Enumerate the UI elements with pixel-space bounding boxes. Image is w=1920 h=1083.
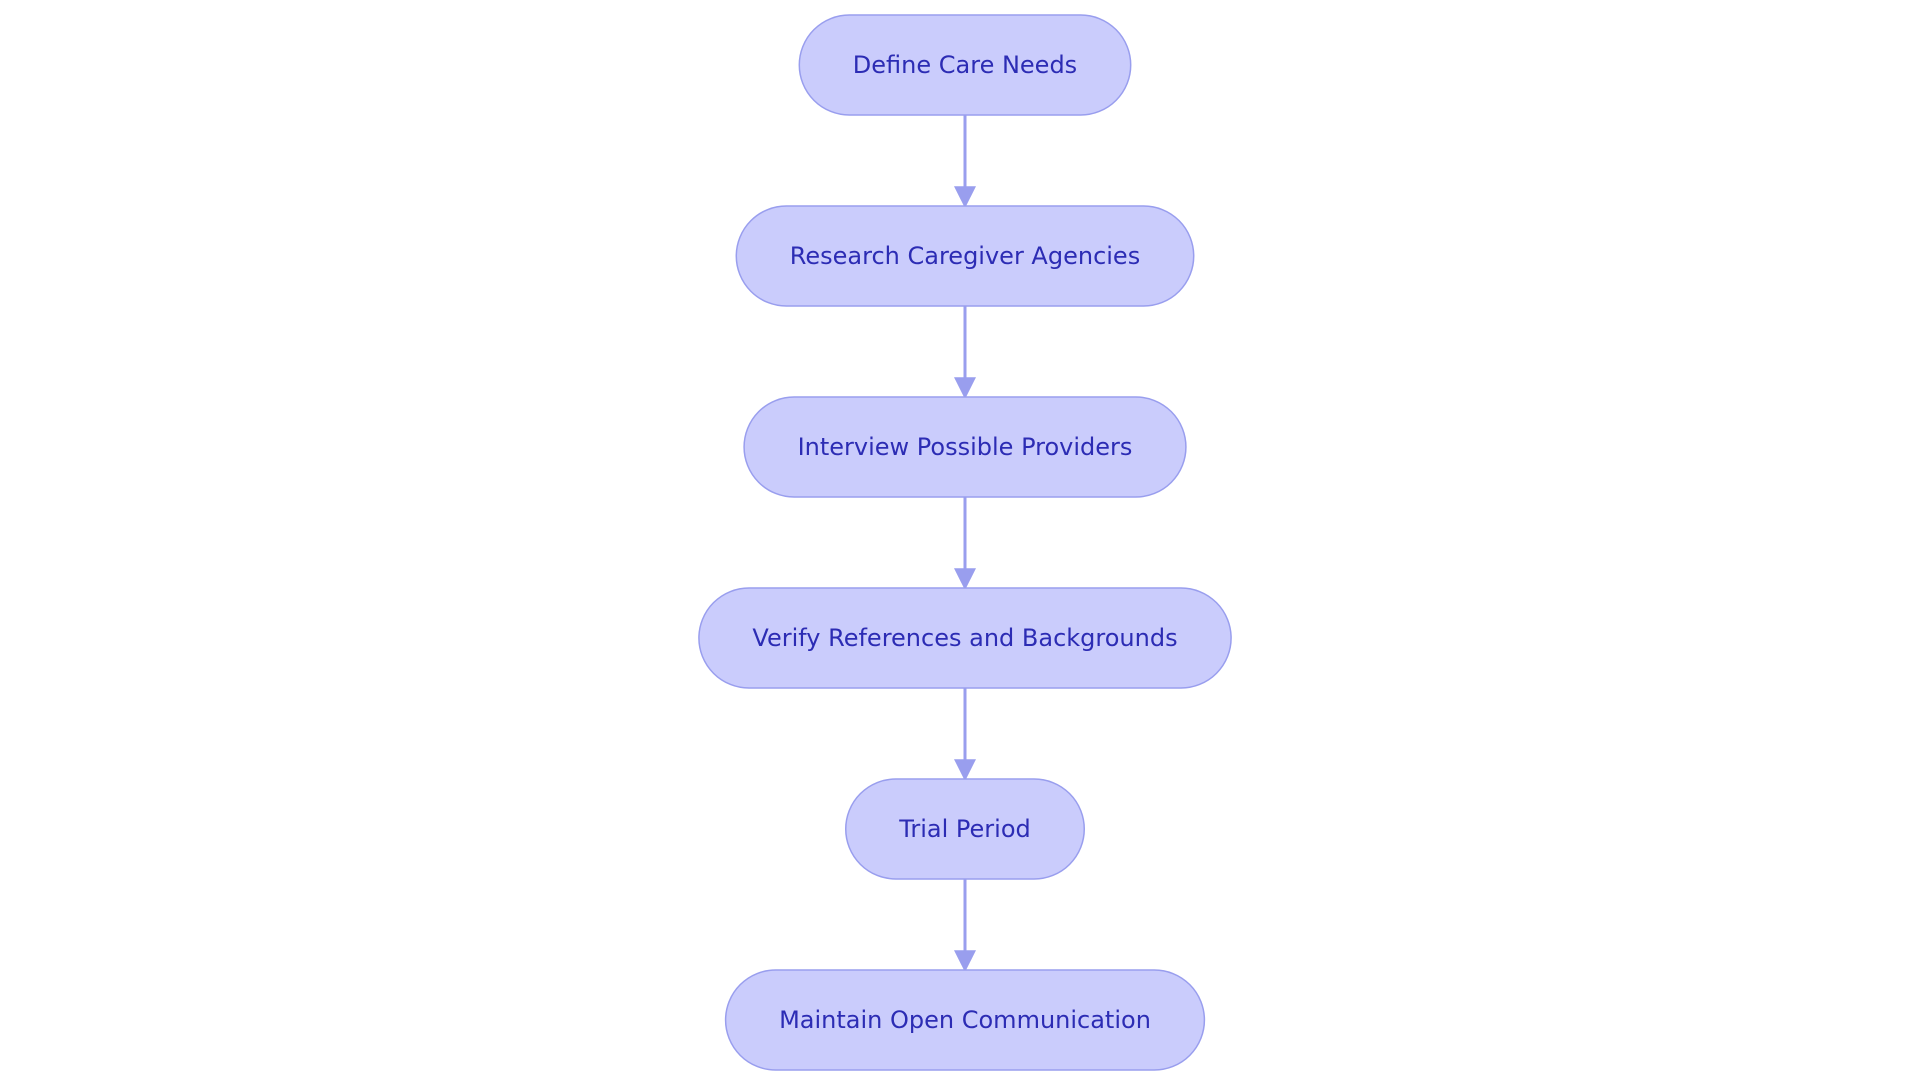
node-label: Trial Period bbox=[898, 815, 1031, 843]
node-shape bbox=[698, 587, 1232, 689]
node-shape bbox=[844, 778, 1086, 880]
node-shape bbox=[743, 396, 1187, 498]
node-shape bbox=[798, 14, 1132, 116]
node-label: Verify References and Backgrounds bbox=[752, 624, 1177, 652]
node-shape bbox=[735, 205, 1195, 307]
node-research-caregiver-agencies: Research Caregiver Agencies bbox=[735, 205, 1195, 307]
node-label: Interview Possible Providers bbox=[798, 433, 1133, 461]
node-trial-period: Trial Period bbox=[844, 778, 1086, 880]
node-verify-references-and-backgrounds: Verify References and Backgrounds bbox=[698, 587, 1232, 689]
node-label: Define Care Needs bbox=[853, 51, 1077, 79]
node-define-care-needs: Define Care Needs bbox=[798, 14, 1132, 116]
node-label: Maintain Open Communication bbox=[779, 1006, 1151, 1034]
node-interview-possible-providers: Interview Possible Providers bbox=[743, 396, 1187, 498]
node-shape bbox=[724, 969, 1206, 1071]
node-label: Research Caregiver Agencies bbox=[790, 242, 1140, 270]
node-maintain-open-communication: Maintain Open Communication bbox=[724, 969, 1206, 1071]
